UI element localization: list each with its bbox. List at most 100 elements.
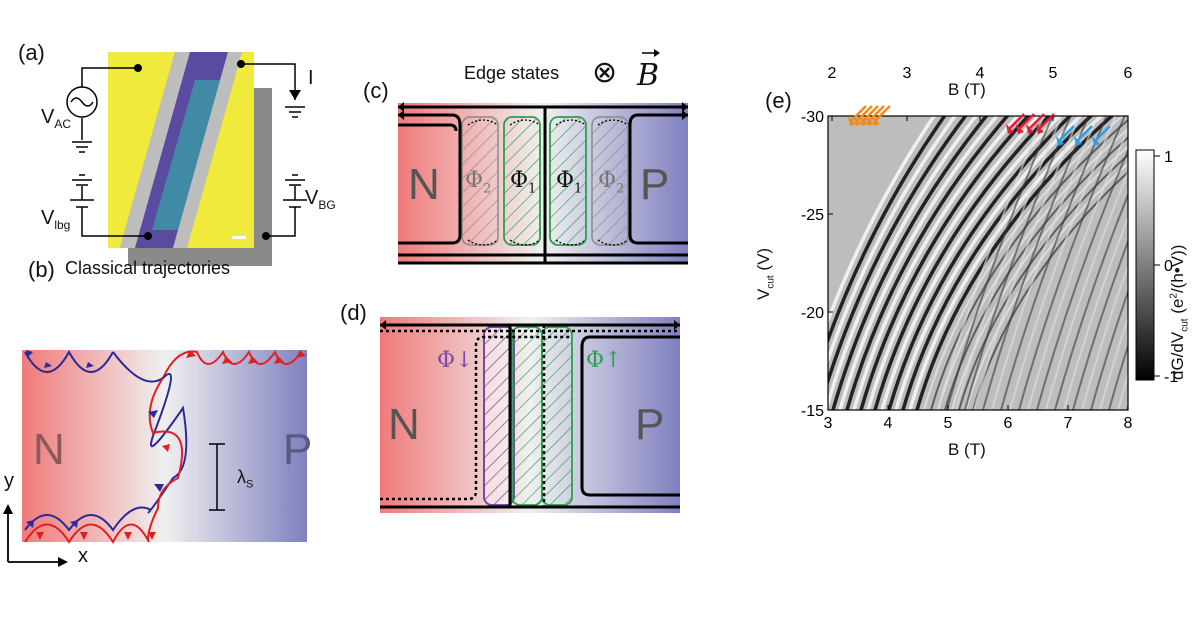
- panel-d-spin-edge-states: [380, 317, 680, 513]
- top-tick-label: 3: [903, 65, 912, 82]
- arrow-icon: [857, 105, 873, 121]
- arrowhead-icon: [674, 320, 680, 330]
- fringe-line: [880, 116, 1063, 410]
- fringe-line: [965, 162, 1128, 410]
- fringe-line: [1054, 192, 1128, 410]
- fringe-line: [1081, 263, 1128, 410]
- phi1-right-label: Φ1: [556, 168, 583, 197]
- arrowhead-icon: [860, 116, 868, 126]
- y-tick-label: -20: [801, 305, 824, 322]
- trajectory-red-bottom: [24, 523, 150, 545]
- arrow-icon: [1039, 113, 1055, 129]
- fringe-line: [1099, 315, 1128, 410]
- fringe-line: [1063, 215, 1128, 410]
- top-tick-label: 6: [1124, 65, 1133, 82]
- arrow-icon: [1019, 113, 1035, 129]
- heatmap-fringes: [828, 116, 1128, 410]
- colorbar-tick-label: 0: [1164, 258, 1173, 275]
- x-tick-label: 4: [884, 415, 893, 432]
- arrow-icon: [863, 105, 879, 121]
- ground-icon: [72, 106, 305, 186]
- phi1-left-label: Φ1: [510, 168, 537, 197]
- phi2-left-label: Φ2: [465, 168, 492, 197]
- panel-label-e: (e): [765, 88, 792, 113]
- top-tick-label: 2: [828, 65, 837, 82]
- fringe-line: [828, 116, 979, 410]
- panel-b-trajectories: [3, 349, 307, 567]
- right-contact: [187, 52, 254, 248]
- top-tick-label: 5: [1049, 65, 1058, 82]
- y-tick-label: -25: [801, 207, 824, 224]
- x-tick-label: 7: [1064, 415, 1073, 432]
- edge-channels-dotted: [380, 325, 680, 507]
- edge-channels: [398, 105, 688, 265]
- panel-c-n-label: N: [408, 160, 440, 209]
- scale-bar: [232, 236, 246, 239]
- xy-axes: [7, 510, 62, 563]
- x-tick-label: 5: [944, 415, 953, 432]
- panel-c-edge-states: [398, 102, 688, 265]
- fringe-line: [866, 116, 1042, 410]
- fringe-line: [991, 116, 1099, 410]
- panel-label-c: (c): [363, 78, 389, 103]
- arrow-icon: [1077, 125, 1093, 141]
- phi2-right-label: Φ2: [598, 168, 625, 197]
- vector-arrow-icon: [642, 49, 660, 57]
- y-axis-arrow-icon: [3, 504, 13, 514]
- fringe-line: [955, 116, 1063, 410]
- trajectory-blue-top: [24, 349, 114, 373]
- np-junction-region: [398, 103, 688, 263]
- panel-b-n-label: N: [33, 425, 65, 474]
- fringe-line: [964, 116, 1072, 410]
- fringe-line: [1045, 169, 1128, 410]
- arrowhead-icon: [866, 116, 874, 126]
- fringe-line: [937, 127, 1128, 410]
- colorbar-ticks: 1 0 -1: [1154, 149, 1178, 386]
- arrowhead-icon: [1016, 124, 1024, 134]
- y-tick-label: -15: [801, 403, 824, 420]
- axis-y-label: y: [4, 470, 14, 492]
- top-x-axis-label: B (T): [948, 80, 986, 99]
- arrowhead-icon: [1006, 124, 1014, 134]
- colorbar-label: dG/dVcut (e2/(h•V)): [1168, 244, 1191, 380]
- colorbar-tick-label: 1: [1164, 149, 1173, 166]
- field-b-label: B: [637, 58, 660, 93]
- colorbar-tick-label: -1: [1164, 369, 1178, 386]
- arrowhead-icon: [872, 116, 880, 126]
- lambda-bracket: [209, 443, 225, 511]
- arrow-icon: [1059, 125, 1075, 141]
- fringe-line: [887, 116, 1073, 410]
- fringe-line: [973, 116, 1081, 410]
- panel-label-a: (a): [18, 40, 45, 65]
- x-tick-label: 6: [1004, 415, 1013, 432]
- panel-c-title: Edge states: [464, 63, 560, 83]
- panel-b-p-label: P: [283, 425, 313, 474]
- x-tick-label: 3: [824, 415, 833, 432]
- fringe-line: [982, 116, 1090, 410]
- arrowhead-icon: [1036, 124, 1044, 134]
- fringe-line: [915, 116, 1115, 410]
- current-arrow-icon: [289, 90, 301, 100]
- trajectory-blue-bottom: [24, 506, 152, 532]
- loop-spin-up: [541, 326, 573, 506]
- panel-b-title: Classical trajectories: [65, 258, 231, 278]
- panel-d-p-label: P: [635, 400, 665, 449]
- fringe-line: [852, 116, 1021, 410]
- battery-icon: [70, 186, 307, 220]
- lambda-label: λS: [237, 467, 254, 491]
- arrowhead-icon: [380, 320, 386, 330]
- fringe-line: [1036, 147, 1128, 410]
- resonance-arrows: [848, 105, 1111, 146]
- y-axis-ticks: -30-25-20-15: [801, 109, 833, 420]
- fringe-line: [838, 116, 1000, 410]
- vbg-label: VBG: [305, 187, 336, 212]
- trajectory-red-top: [162, 349, 302, 379]
- vac-label: VAC: [41, 106, 72, 131]
- fringe-line: [831, 116, 989, 410]
- arrow-icon: [869, 105, 885, 121]
- arrowhead-icon: [1026, 124, 1034, 134]
- left-contact: [108, 52, 175, 248]
- colorbar: [1135, 149, 1155, 381]
- x-axis-arrow-icon: [58, 557, 68, 567]
